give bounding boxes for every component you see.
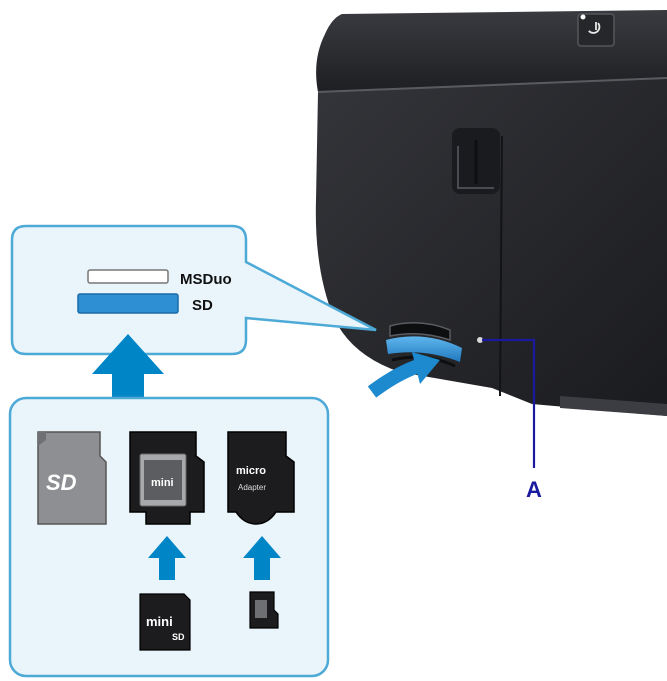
power-icon <box>588 22 601 34</box>
msduo-slot-detail <box>87 269 169 284</box>
minisd-up-arrow-icon <box>148 536 186 580</box>
slot-detail-callout: MSDuo SD <box>10 224 377 356</box>
callout-a-leader <box>482 338 536 468</box>
microsd-adapter-logo: micro <box>236 465 266 477</box>
power-led <box>580 14 586 20</box>
minisd-card: mini SD <box>139 593 191 651</box>
msduo-slot-printer <box>389 322 451 342</box>
microsd-adapter: micro Adapter <box>227 431 295 525</box>
sd-label: SD <box>192 297 213 314</box>
microsd-up-arrow-icon <box>243 536 281 580</box>
sd-slot-detail <box>77 293 179 314</box>
minisd-card-label: mini <box>146 614 173 629</box>
printer-body <box>315 10 667 416</box>
printer-lower-strip <box>560 396 667 416</box>
microsd-adapter-word: Adapter <box>238 483 266 492</box>
callout-a-label: A <box>526 477 542 502</box>
minisd-adapter: mini <box>129 431 205 525</box>
sd-slot-printer <box>386 336 462 362</box>
sd-card-logo: SD <box>46 470 77 495</box>
microsd-card <box>249 591 279 629</box>
msduo-label: MSDuo <box>180 271 232 288</box>
power-button <box>577 13 615 47</box>
access-lamp <box>477 337 483 343</box>
minisd-card-sd: SD <box>172 632 185 642</box>
printer-panel-seam <box>499 135 503 397</box>
minisd-adapter-label: mini <box>151 477 174 489</box>
sd-card: SD <box>37 431 107 525</box>
printer-card-slots <box>386 322 462 368</box>
front-cover-handle <box>452 128 500 194</box>
up-arrow-icon <box>92 334 164 398</box>
insert-arrow-icon <box>367 352 440 398</box>
printer-edge-highlight <box>317 77 667 93</box>
